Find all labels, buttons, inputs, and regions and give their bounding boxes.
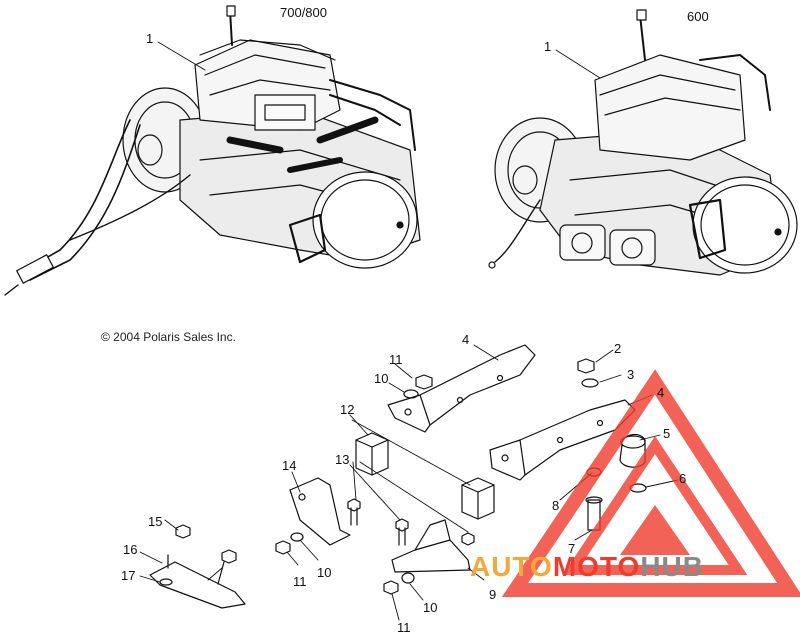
watermark-hub: HUB bbox=[640, 551, 704, 582]
callout-16: 16 bbox=[123, 542, 138, 557]
callout-11: 11 bbox=[397, 620, 411, 635]
variant-label-700-800: 700/800 bbox=[280, 5, 327, 20]
mount-hardware bbox=[149, 344, 647, 609]
callout-1: 1 bbox=[146, 31, 154, 46]
callout-8: 8 bbox=[552, 498, 560, 513]
callout-4: 4 bbox=[462, 332, 470, 347]
copyright-text: © 2004 Polaris Sales Inc. bbox=[101, 330, 236, 344]
engine-600 bbox=[488, 9, 798, 276]
callout-15: 15 bbox=[148, 514, 163, 529]
watermark-triangle bbox=[501, 369, 800, 597]
callout-11: 11 bbox=[293, 574, 307, 589]
callout-3: 3 bbox=[627, 367, 635, 382]
leader-lines bbox=[139, 41, 679, 621]
variant-label-600: 600 bbox=[687, 9, 709, 24]
callout-13: 13 bbox=[335, 452, 350, 467]
watermark-moto: MOTO bbox=[552, 551, 641, 582]
callout-1: 1 bbox=[544, 39, 552, 54]
callout-6: 6 bbox=[679, 471, 687, 486]
callout-10: 10 bbox=[317, 565, 332, 580]
callout-12: 12 bbox=[340, 402, 355, 417]
callout-10: 10 bbox=[374, 371, 389, 386]
watermark-logo: AUTOMOTOHUB bbox=[470, 553, 704, 581]
watermark-auto: AUTO bbox=[470, 551, 553, 582]
callout-14: 14 bbox=[282, 458, 297, 473]
callout-5: 5 bbox=[663, 426, 671, 441]
callout-10: 10 bbox=[423, 600, 438, 615]
callout-11: 11 bbox=[389, 352, 403, 367]
callout-7: 7 bbox=[568, 541, 576, 556]
callout-17: 17 bbox=[121, 568, 136, 583]
engine-700-800 bbox=[4, 5, 421, 296]
callout-2: 2 bbox=[614, 341, 622, 356]
callout-9: 9 bbox=[489, 587, 497, 602]
callout-4: 4 bbox=[657, 385, 665, 400]
